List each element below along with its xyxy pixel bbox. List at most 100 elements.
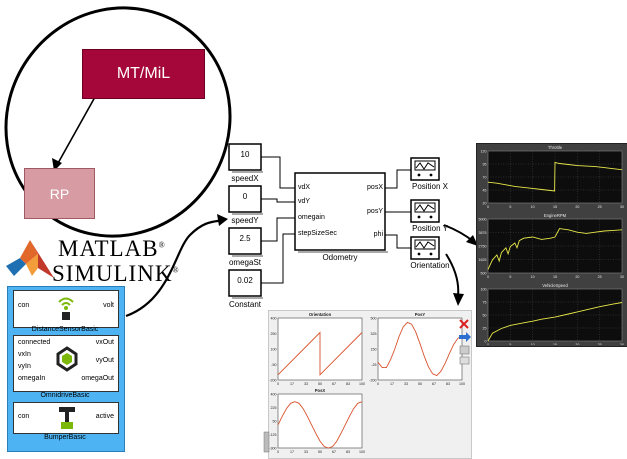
- x-tick-label: 0: [277, 382, 279, 386]
- x-tick-label: 5: [509, 275, 511, 279]
- constant-omega[interactable]: [228, 227, 263, 257]
- x-tick-label: 25: [598, 205, 602, 209]
- matlab-wordmark: MATLAB®: [58, 236, 166, 261]
- rp-box: RP: [24, 168, 95, 219]
- y-tick-label: 25: [483, 326, 487, 330]
- x-tick-label: 10: [531, 205, 535, 209]
- y-tick-label: 150: [371, 347, 377, 351]
- x-tick-label: 100: [359, 450, 365, 454]
- x-tick-label: 15: [553, 205, 557, 209]
- odometry-port-in: vdY: [298, 198, 311, 205]
- y-tick-label: 100: [271, 347, 277, 351]
- arrow-head: [52, 158, 62, 171]
- chart-title: EngineRPM: [544, 213, 567, 218]
- constant-speedX[interactable]: [228, 143, 263, 173]
- x-tick-label: 0: [487, 343, 489, 345]
- y-tick-label: -25: [371, 363, 376, 367]
- plot-area: [277, 393, 363, 449]
- y-tick-label: 50: [273, 419, 277, 423]
- constant-value: 0: [242, 192, 248, 201]
- chart-title: PosY: [415, 312, 426, 317]
- scope-posx[interactable]: [410, 157, 440, 181]
- x-tick-label: 50: [418, 382, 422, 386]
- y-tick-label: 0: [485, 339, 487, 343]
- bumper-name: BumperBasic: [44, 434, 86, 441]
- pin-icon[interactable]: [263, 431, 270, 453]
- series-line: [487, 302, 623, 342]
- distance-sensor-name: DistanceSensorBasic: [31, 326, 99, 333]
- x-tick-label: 20: [575, 343, 579, 345]
- constant-label: omegaSt: [228, 258, 262, 267]
- x-tick-label: 30: [620, 343, 624, 345]
- x-tick-label: 17: [290, 382, 294, 386]
- omnidrive-block[interactable]: connected vxIn vyIn omegaIn vxOut vyOut …: [13, 335, 119, 392]
- y-tick-label: 500: [481, 271, 487, 275]
- x-tick-label: 67: [332, 450, 336, 454]
- odometry-block[interactable]: [294, 172, 388, 253]
- odometry-port-in: stepSizeSec: [298, 230, 337, 237]
- plot-area: [377, 317, 463, 381]
- bumper-block[interactable]: con active: [13, 402, 119, 434]
- x-tick-label: 10: [531, 275, 535, 279]
- mt-mil-box: MT/MiL: [82, 49, 205, 99]
- y-tick-label: 225: [271, 406, 277, 410]
- y-tick-label: -125: [269, 433, 276, 437]
- odometry-port-in: vdX: [298, 184, 311, 191]
- rp-label: RP: [49, 185, 70, 202]
- odometry-port-in: omegain: [298, 214, 325, 221]
- x-tick-label: 25: [598, 275, 602, 279]
- mt-mil-label: MT/MiL: [116, 65, 171, 82]
- figure-toolbar: [459, 319, 471, 365]
- scope-orientation[interactable]: [410, 236, 440, 260]
- y-tick-label: 50: [483, 313, 487, 317]
- orientation-to-figure-arrow: [445, 253, 460, 297]
- x-tick-label: 17: [290, 450, 294, 454]
- x-tick-label: 5: [509, 205, 511, 209]
- bumper-icon: [59, 407, 75, 429]
- arrow-icon[interactable]: [459, 332, 471, 342]
- port-out: active: [95, 413, 114, 420]
- scope-label-posx: Position X: [411, 182, 449, 191]
- y-tick-label: 95: [483, 162, 487, 166]
- y-tick-label: -50: [271, 363, 276, 367]
- chart-title: VehicleSpeed: [542, 283, 568, 288]
- port-in: omegaIn: [18, 375, 46, 382]
- matlab-membrane-logo: [6, 240, 54, 278]
- distance-sensor-block[interactable]: con volt: [13, 290, 119, 328]
- series-line: [487, 228, 623, 270]
- arrow-mt-to-rp: [56, 96, 96, 166]
- scope-label-orientation: Orientation: [410, 261, 450, 270]
- y-tick-label: 500: [371, 316, 377, 320]
- constant-speedY[interactable]: [228, 185, 263, 215]
- series-line: [377, 321, 463, 377]
- omnidrive-name: OmnidriveBasic: [40, 392, 90, 399]
- sensor-icon: [58, 297, 74, 320]
- y-tick-label: 5000: [479, 217, 487, 221]
- series-line: [277, 331, 363, 376]
- chart-title: Throttle: [548, 145, 563, 150]
- x-tick-label: 67: [332, 382, 336, 386]
- odometry-port-out: posX: [367, 184, 383, 191]
- constant-label: speedY: [231, 216, 259, 225]
- x-tick-label: 50: [318, 382, 322, 386]
- y-tick-label: 325: [371, 332, 377, 336]
- port-out: vxOut: [95, 339, 114, 346]
- x-tick-label: 83: [346, 450, 350, 454]
- x-tick-label: 0: [487, 275, 489, 279]
- y-tick-label: 400: [271, 316, 277, 320]
- zoom-icon[interactable]: [459, 356, 470, 365]
- x-tick-label: 30: [620, 275, 624, 279]
- save-icon[interactable]: [459, 345, 470, 355]
- constant-stepsize[interactable]: [228, 269, 263, 299]
- x-tick-label: 25: [598, 343, 602, 345]
- y-tick-label: -300: [269, 446, 276, 450]
- close-icon[interactable]: [459, 319, 469, 329]
- scope-posy[interactable]: [410, 199, 440, 223]
- library-to-model-arrow: [125, 218, 225, 318]
- x-tick-label: 33: [404, 382, 408, 386]
- x-tick-label: 15: [553, 343, 557, 345]
- x-tick-label: 0: [377, 382, 379, 386]
